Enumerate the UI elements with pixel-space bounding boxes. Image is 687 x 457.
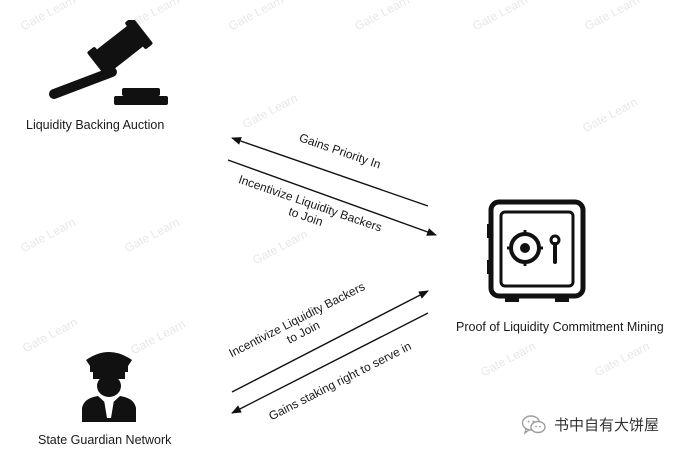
arrow-to-mining-bottom <box>231 290 429 393</box>
gavel-icon <box>49 20 168 105</box>
liquidity-backing-auction-label: Liquidity Backing Auction <box>26 118 165 132</box>
proof-of-liquidity-commitment-mining-label: Proof of Liquidity Commitment Mining <box>456 320 664 334</box>
arrow-to-guardian <box>231 312 429 414</box>
guard-officer-icon <box>82 352 136 422</box>
wechat-footer: 书中自有大饼屋 <box>522 414 659 435</box>
wechat-account-name: 书中自有大饼屋 <box>554 416 660 434</box>
arrow-to-auction <box>231 137 429 207</box>
arrow-to-mining-top <box>227 159 437 236</box>
wechat-icon <box>522 414 546 435</box>
safe-icon <box>487 199 586 302</box>
state-guardian-network-label: State Guardian Network <box>38 433 172 447</box>
